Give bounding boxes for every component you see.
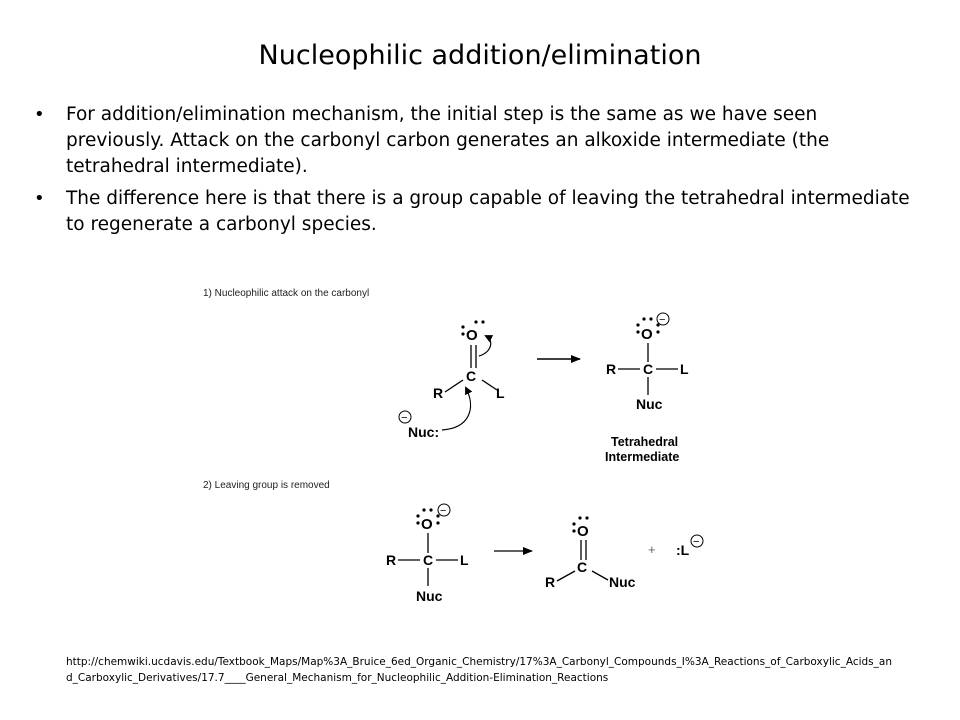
- leaving-group: L: [496, 385, 505, 401]
- plus-sign: +: [648, 542, 656, 557]
- charge-symbol: −: [659, 314, 665, 326]
- carbonyl-product: O C R Nuc: [545, 516, 636, 590]
- step1-label: 1) Nucleophilic attack on the carbonyl: [203, 288, 369, 299]
- bullet-item: The difference here is that there is a g…: [34, 186, 914, 238]
- leaving-ion: :L: [676, 542, 690, 558]
- oxygen-atom: O: [641, 326, 653, 343]
- intermediate-label: Intermediate: [605, 450, 679, 464]
- oxygen-atom: O: [466, 327, 478, 344]
- bullet-item: For addition/elimination mechanism, the …: [34, 102, 914, 180]
- r-group: R: [386, 552, 396, 568]
- charge-symbol: −: [693, 536, 699, 548]
- carbon-atom: C: [423, 552, 433, 568]
- carbon-atom: C: [643, 361, 653, 377]
- tetrahedral-intermediate: O − C R L Nuc: [606, 312, 689, 412]
- bullet-list: For addition/elimination mechanism, the …: [34, 102, 914, 244]
- leaving-group: L: [680, 361, 689, 377]
- electron-push-arrow: [478, 335, 494, 357]
- leaving-group: L: [460, 552, 469, 568]
- nucleophile: Nuc: [636, 396, 663, 412]
- intermediate-label: Tetrahedral: [611, 435, 678, 449]
- charge-symbol: −: [401, 412, 407, 424]
- nucleophile: Nuc: [416, 588, 443, 604]
- r-group: R: [606, 361, 616, 377]
- r-group: R: [433, 385, 443, 401]
- carbon-atom: C: [577, 559, 587, 575]
- nucleophile: Nuc: [609, 574, 636, 590]
- tetrahedral-reactant: O − C R L Nuc: [386, 503, 469, 604]
- oxygen-atom: O: [577, 523, 589, 540]
- source-url: http://chemwiki.ucdavis.edu/Textbook_Map…: [66, 656, 892, 684]
- oxygen-atom: O: [421, 516, 433, 533]
- charge-symbol: −: [440, 505, 446, 517]
- carbonyl-reactant: O C R L − Nuc:: [398, 320, 505, 440]
- step2-label: 2) Leaving group is removed: [203, 480, 330, 491]
- carbon-atom: C: [466, 368, 476, 384]
- slide-title: Nucleophilic addition/elimination: [258, 40, 702, 71]
- leaving-group-ion: :L −: [676, 534, 704, 558]
- nucleophile: Nuc:: [408, 424, 439, 440]
- r-group: R: [545, 574, 555, 590]
- attack-arrow: [441, 386, 473, 431]
- mechanism-scheme: 1) Nucleophilic attack on the carbonyl O…: [203, 288, 704, 604]
